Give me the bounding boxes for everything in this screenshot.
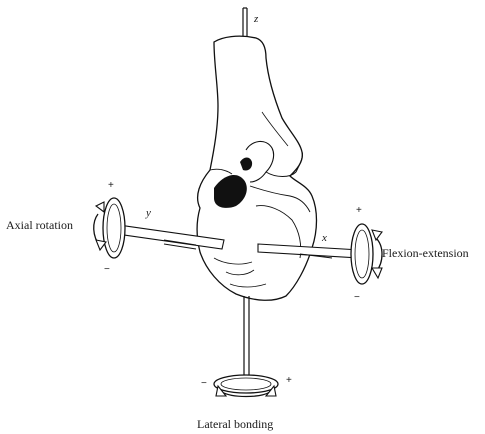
lateral-bending-plus-sign: + [286,375,292,386]
flexion-extension-label: Flexion-extension [382,246,469,260]
lateral-bending-minus-sign: − [201,378,207,389]
axial-rotation-disc [103,198,125,258]
lateral-bending-label: Lateral bonding [197,417,273,431]
axial-rotation-plus-sign: + [108,180,114,191]
z-axis-lower-rod [244,296,249,384]
vertebra-bone [197,36,317,300]
lateral-bending-disc [214,375,278,393]
flexion-extension-minus-sign: − [354,292,360,303]
x-axis-label: x [321,232,327,244]
flexion-extension-disc [351,224,373,284]
z-axis-label: z [253,13,259,25]
flexion-extension-plus-sign: + [356,205,362,216]
axial-rotation-label: Axial rotation [6,218,73,232]
y-axis-label: y [145,207,151,219]
axial-rotation-minus-sign: − [104,264,110,275]
